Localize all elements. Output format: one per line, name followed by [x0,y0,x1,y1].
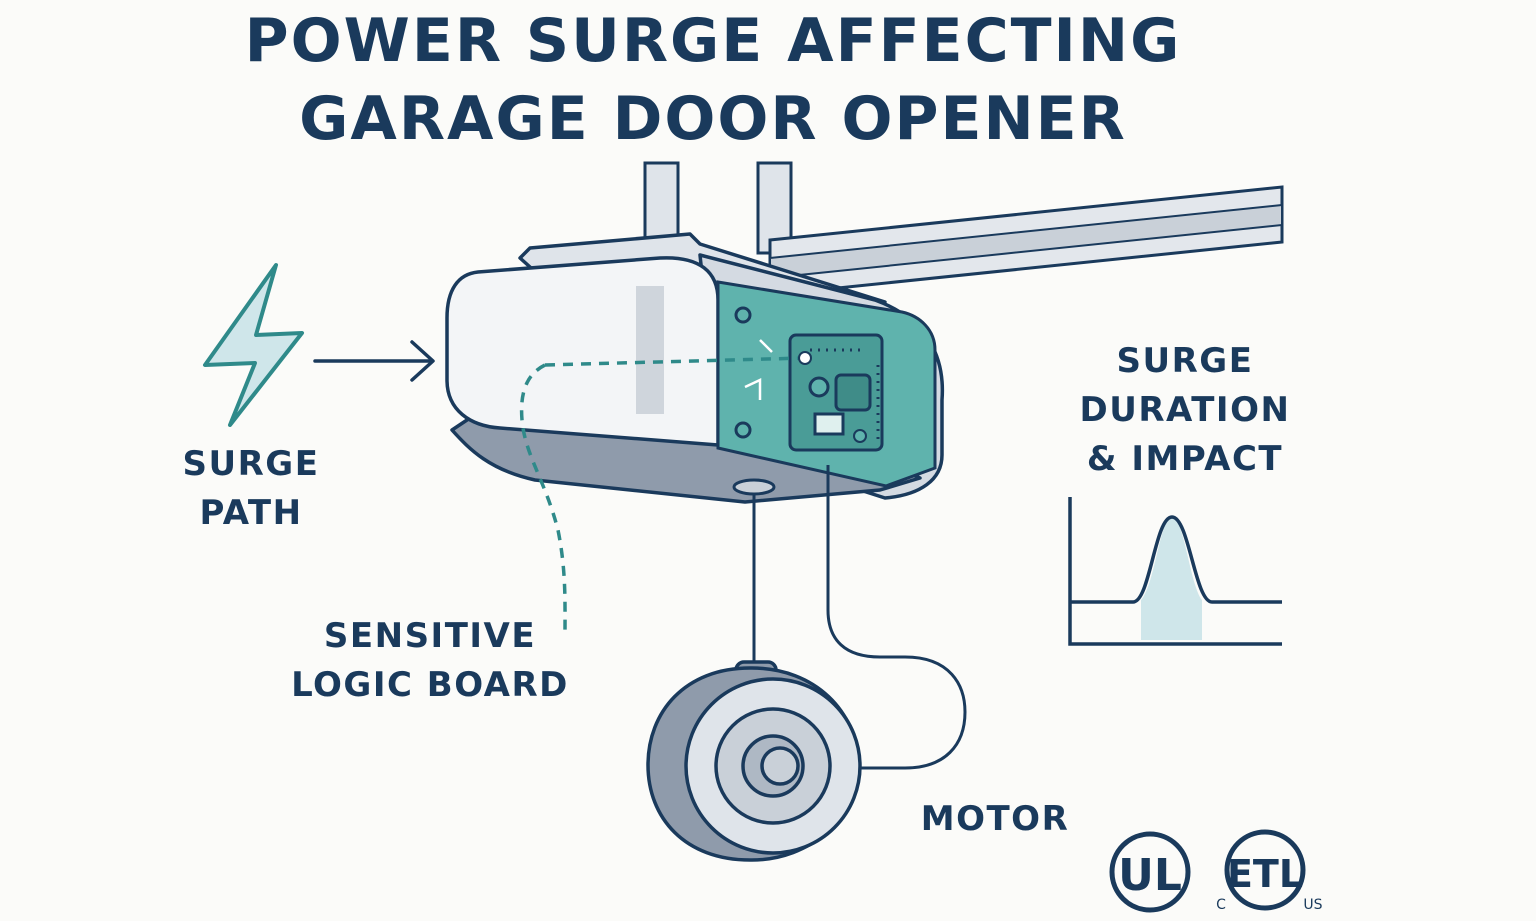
sensitive-logic-board-label: SENSITIVE LOGIC BOARD [280,612,580,710]
title-line-1: POWER SURGE AFFECTING [244,6,1182,76]
svg-text:US: US [1303,897,1322,913]
surge-duration-label-line-2: DURATION [1079,390,1291,430]
title-line-2: GARAGE DOOR OPENER [299,84,1127,154]
motor-label: MOTOR [920,799,1070,839]
diagram-title: POWER SURGE AFFECTING GARAGE DOOR OPENER [0,2,1426,158]
svg-text:ETL: ETL [1227,852,1303,896]
lightning-bolt-icon [203,263,304,427]
surge-path-label-line-1: SURGE [182,444,320,484]
arrow-right-icon [313,340,435,382]
logic-board-label-line-2: LOGIC BOARD [291,665,569,705]
surge-pulse-graph [1068,497,1282,646]
surge-path-label: SURGE PATH [166,440,336,538]
ul-mark-icon: UL [1109,831,1191,913]
logic-board [716,280,937,488]
svg-text:C: C [1216,897,1226,913]
surge-duration-label-line-1: SURGE [1116,341,1254,381]
surge-path-line [519,356,806,636]
surge-duration-label: SURGE DURATION & IMPACT [1060,337,1310,484]
etl-mark-icon: ETL C US [1216,829,1323,913]
logic-board-label-line-1: SENSITIVE [323,616,537,656]
motor [646,660,862,862]
door-rail [768,185,1284,297]
motor-connection [732,465,967,770]
surge-entry-point [798,351,812,365]
surge-duration-label-line-3: & IMPACT [1086,439,1284,479]
surge-path-label-line-2: PATH [199,493,303,533]
svg-text:UL: UL [1118,850,1182,901]
